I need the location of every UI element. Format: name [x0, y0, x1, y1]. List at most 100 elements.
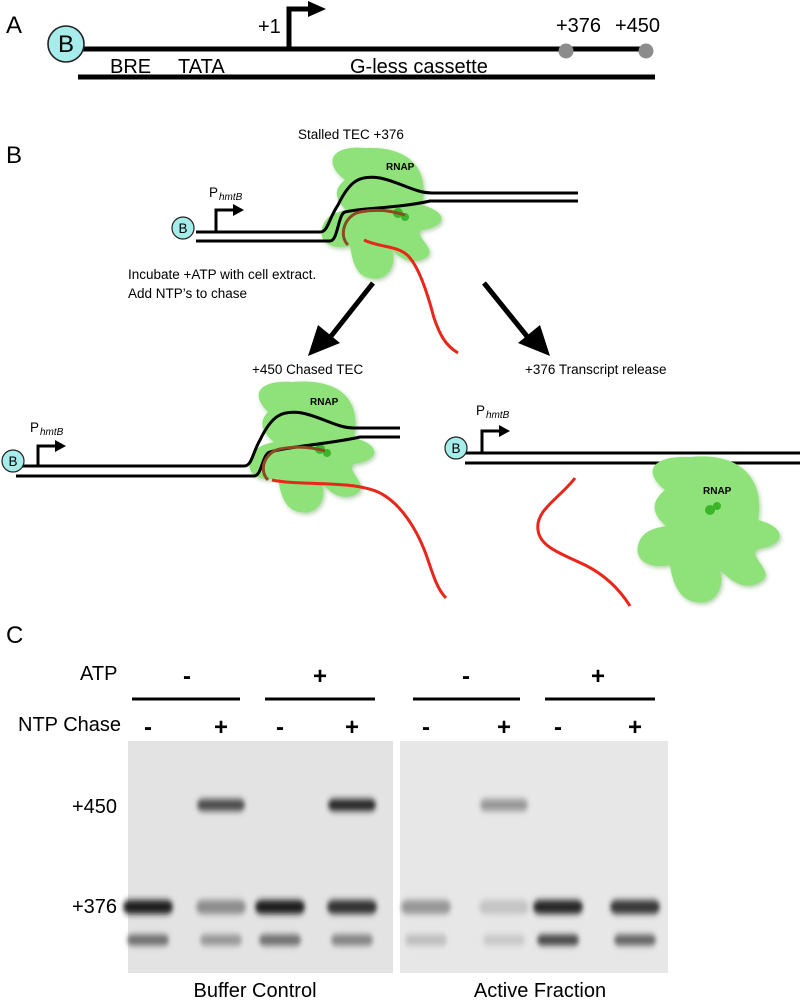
panel-b-label: B [6, 142, 22, 169]
arrow-left-shaft [326, 281, 375, 342]
band-low [405, 934, 447, 946]
band-450 [328, 799, 376, 811]
promoter-p-chased: P [30, 420, 39, 435]
bre-label: BRE [110, 56, 151, 78]
chased-tec-title: +450 Chased TEC [252, 362, 363, 377]
promoter-arrow-chased-icon [36, 444, 58, 466]
instruction-line-1: Incubate +ATP with cell extract. [128, 267, 316, 282]
tfb-badge-icon-stalled [171, 216, 195, 240]
band-low [259, 934, 301, 946]
ntp-sign: + [497, 714, 511, 741]
instruction-line-2: Add NTP’s to chase [128, 286, 247, 301]
stalled-tec-title: Stalled TEC +376 [298, 127, 404, 142]
arrow-right-shaft [482, 281, 532, 342]
band-376-label: +376 [72, 896, 117, 918]
chased-tec: RNAP P hmtB B [1, 381, 448, 600]
rnap-released-label: RNAP [703, 486, 732, 497]
band-low [331, 934, 373, 946]
tss-arrow-icon [286, 6, 312, 49]
atp-row-label: ATP [80, 663, 117, 685]
band-450-label: +450 [72, 796, 117, 818]
band-376 [533, 900, 583, 914]
band-376 [610, 900, 660, 914]
promoter-sub-chased: hmtB [40, 427, 64, 438]
band-low [127, 934, 169, 946]
rnap-chased-label: RNAP [310, 397, 339, 408]
panel-c-label: C [6, 622, 23, 649]
gel-right-caption: Active Fraction [474, 980, 606, 1002]
promoter-arrowhead-icon [233, 204, 244, 216]
panel-c: C ATP NTP Chase -+-+ -+-+-+-+ +450 +376 … [6, 622, 668, 1002]
band-low [483, 934, 525, 946]
promoter-arrowhead-chased-icon [55, 440, 66, 452]
stalled-template-strand [196, 199, 578, 243]
ntp-sign: - [144, 714, 152, 741]
band-376 [255, 900, 305, 914]
band-376 [196, 900, 246, 914]
tfb-badge-icon-release [444, 436, 468, 460]
gel-left-caption: Buffer Control [193, 980, 316, 1002]
arrow-right-head-icon [518, 325, 550, 356]
stalled-nontemplate-strand [196, 175, 578, 234]
cassette-label: G-less cassette [350, 56, 488, 78]
rnap-stalled-icon [321, 147, 442, 279]
transcript-release: P hmtB B RNAP [444, 403, 800, 607]
band-450 [197, 799, 245, 811]
promoter-sub-release: hmtB [486, 410, 510, 421]
ntp-signs: - + - + - + - + [144, 714, 642, 741]
band-low [614, 934, 656, 946]
ntp-sign: + [345, 714, 359, 741]
promoter-sub: hmtB [219, 192, 243, 203]
tfb-badge-letter-chased: B [8, 454, 17, 469]
ntp-sign: + [214, 714, 228, 741]
tata-label: TATA [178, 56, 225, 78]
arrow-left-head-icon [308, 325, 340, 356]
band-376 [401, 900, 451, 914]
marker-450-icon [638, 43, 654, 59]
atp-sign: - [462, 663, 470, 690]
tfb-badge-letter-release: B [451, 441, 460, 456]
band-376 [123, 900, 173, 914]
rnap-released-icon [637, 456, 780, 603]
ntp-sign: + [628, 714, 642, 741]
gel-buffer-control [128, 741, 393, 973]
atp-sign: + [313, 663, 327, 690]
band-low [537, 934, 579, 946]
gel-bands [123, 799, 660, 946]
ntp-sign: - [554, 714, 562, 741]
tss-arrowhead-icon [308, 1, 326, 17]
panel-a: A B +1 +376 +450 BRE TATA G-less cassett… [6, 1, 660, 80]
ntp-sign: - [422, 714, 430, 741]
rna-dna-hybrid-chased [261, 445, 326, 482]
band-low [200, 934, 242, 946]
promoter-arrow-icon [214, 208, 236, 232]
atp-sign: - [183, 663, 191, 690]
tfb-badge-letter-stalled: B [178, 221, 187, 236]
promoter-p-release: P [476, 403, 485, 418]
stalled-tec: RNAP P hmtB B [171, 147, 578, 355]
band-450 [480, 799, 528, 811]
atp-signs: - + - + [183, 663, 605, 690]
band-376 [327, 900, 377, 914]
nascent-rna-chased [271, 478, 448, 600]
tfb-badge-letter: B [58, 31, 74, 58]
pos-376-label: +376 [556, 15, 601, 37]
pos-450-label: +450 [615, 15, 660, 37]
panel-b: B Stalled TEC +376 RNAP P hmtB B Incubat… [1, 127, 800, 607]
tfb-badge-icon [47, 25, 85, 63]
atp-sign: + [591, 663, 605, 690]
tfb-badge-icon-chased [1, 449, 25, 473]
released-rna [536, 477, 632, 607]
ntp-sign: - [276, 714, 284, 741]
marker-376-icon [558, 43, 574, 59]
active-site-released-icon-2 [713, 502, 721, 510]
ntp-chase-row-label: NTP Chase [18, 714, 121, 736]
gel-active-fraction [400, 741, 668, 973]
chased-nontemplate-strand [16, 410, 400, 468]
panel-a-label: A [6, 12, 22, 39]
band-376 [479, 900, 529, 914]
promoter-arrow-release-icon [480, 429, 502, 453]
rna-dna-hybrid [341, 208, 406, 247]
tss-label: +1 [258, 16, 281, 38]
nascent-rna-stalled [363, 238, 459, 355]
